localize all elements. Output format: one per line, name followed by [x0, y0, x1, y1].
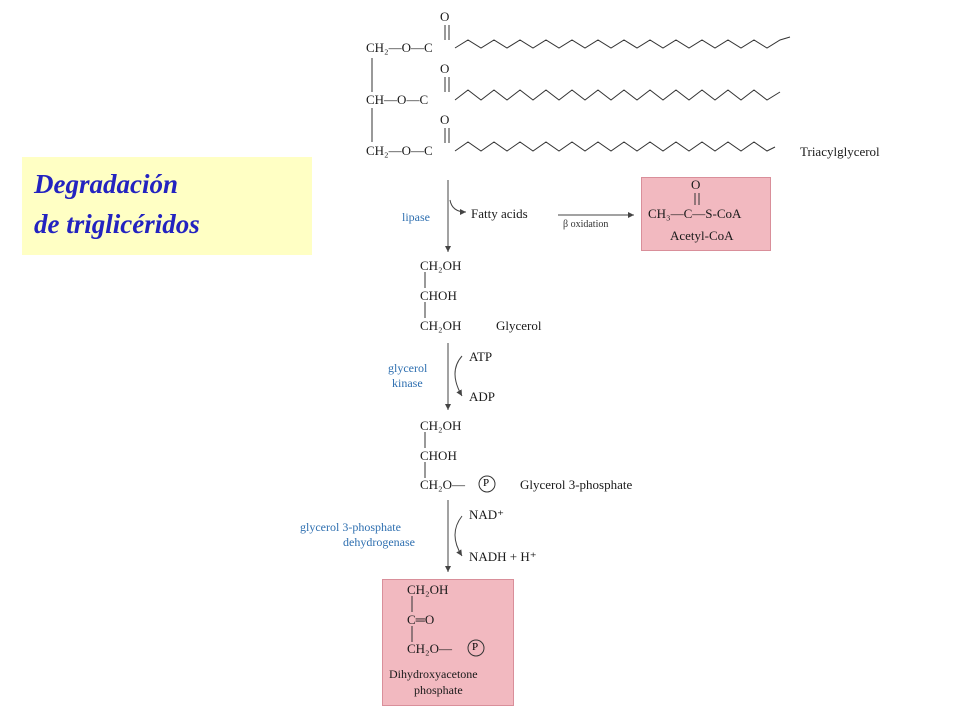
enzyme-glycerol-kinase-1: glycerol [388, 361, 428, 375]
dhap-label-2: phosphate [414, 683, 463, 697]
phosphate-circle-g3p [478, 475, 496, 493]
tag-row-1: CH₂—O—C [366, 40, 433, 55]
title-line-1: Degradación [34, 169, 178, 199]
g3p-line-1: CH₂OH [420, 418, 462, 433]
acetyl-carbonyl-bond [694, 193, 700, 205]
glycerol-line-2: CHOH [420, 288, 457, 303]
glycerol-line-1: CH₂OH [420, 258, 462, 273]
g3p-line-2: CHOH [420, 448, 457, 463]
dhap-line-2: C═O [407, 612, 435, 627]
enzyme-g3p-dh-1: glycerol 3-phosphate [300, 520, 401, 534]
dhap-line-3: CH₂O— [407, 641, 452, 656]
carbonyl-o-2: O [440, 61, 450, 76]
acetyl-carbonyl-o: O [691, 177, 701, 192]
adp-label: ADP [469, 389, 496, 404]
g3p-line-3: CH₂O— [420, 477, 465, 492]
fatty-acids-label: Fatty acids [471, 206, 528, 221]
enzyme-g3p-dh-2: dehydrogenase [343, 535, 415, 549]
fatty-chain-1 [454, 36, 791, 49]
title-box: Degradación de triglicéridos [22, 157, 312, 255]
acetyl-coa-label: Acetyl-CoA [670, 228, 734, 243]
dhap-label-1: Dihydroxyacetone [389, 667, 478, 681]
title-line-2: de triglicéridos [34, 209, 200, 239]
glycerol-label: Glycerol [496, 318, 542, 333]
arrow-atp-adp [454, 355, 463, 397]
triacylglycerol-label: Triacylglycerol [800, 144, 880, 159]
g3p-label: Glycerol 3-phosphate [520, 477, 633, 492]
acetyl-coa-formula: CH₃—C—S-CoA [648, 206, 742, 221]
dhap-phosphate: P [472, 641, 479, 653]
fatty-chain-2 [454, 89, 781, 101]
g3p-phosphate: P [483, 477, 490, 489]
tag-row-2: CH—O—C [366, 92, 429, 107]
arrow-nad-nadh [454, 515, 463, 557]
beta-oxidation-label: β oxidation [563, 219, 609, 230]
fatty-chain-3 [454, 141, 776, 152]
atp-label: ATP [469, 349, 493, 364]
glycerol-line-3: CH₂OH [420, 318, 462, 333]
nad-label: NAD⁺ [469, 507, 505, 522]
enzyme-glycerol-kinase-2: kinase [392, 376, 423, 390]
phosphate-circle-dhap [467, 639, 485, 657]
tag-row-3: CH₂—O—C [366, 143, 433, 158]
carbonyl-o-1: O [440, 9, 450, 24]
acetyl-coa-box [641, 177, 771, 251]
dhap-line-1: CH₂OH [407, 582, 449, 597]
enzyme-lipase: lipase [402, 210, 430, 224]
nadh-label: NADH + H⁺ [469, 549, 537, 564]
carbonyl-o-3: O [440, 112, 450, 127]
arrow-fatty-acids [449, 199, 467, 215]
carbonyl-bonds [444, 25, 450, 143]
dhap-box [382, 579, 514, 706]
